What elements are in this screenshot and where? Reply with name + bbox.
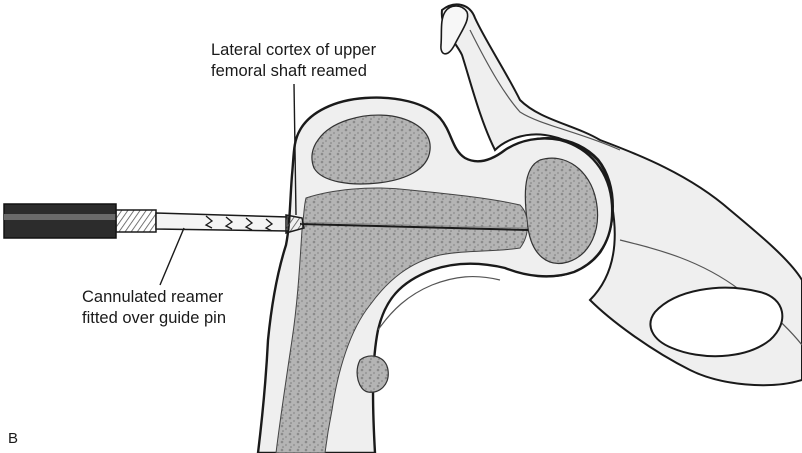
lesser-trochanter [357,356,388,392]
cannulated-reamer [156,213,288,231]
drill-chuck-highlight [4,214,116,220]
reamer-label-line2: fitted over guide pin [82,308,226,329]
reamer-label-line1: Cannulated reamer [82,287,226,308]
cortex-label: Lateral cortex of upper femoral shaft re… [211,40,376,82]
cortex-label-line1: Lateral cortex of upper [211,40,376,61]
reamer-coupling [116,210,156,232]
drill-chuck [4,204,116,238]
panel-letter: B [8,428,18,449]
cortex-label-line2: femoral shaft reamed [211,61,376,82]
reamer-leader-line [160,228,184,285]
femoral-neck-cancellous [276,188,528,453]
reamer-label: Cannulated reamer fitted over guide pin [82,287,226,329]
